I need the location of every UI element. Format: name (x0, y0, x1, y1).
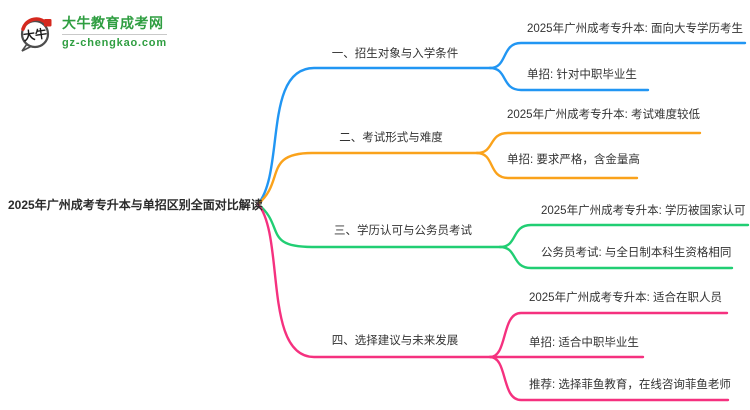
branch-node-3: 三、学历认可与公务员考试 (334, 225, 472, 237)
logo-title: 大牛教育成考网 (62, 15, 164, 31)
leaf-node-4-2: 单招: 适合中职毕业生 (529, 337, 639, 349)
leaf-4-3-curve (488, 355, 730, 402)
leaf-node-4-1: 2025年广州成考专升本: 适合在职人员 (529, 292, 722, 304)
leaf-node-1-2: 单招: 针对中职毕业生 (527, 69, 637, 81)
logo-red-arc (21, 17, 47, 31)
site-logo: 大牛 大牛教育成考网 gz-chengkao.com (18, 15, 167, 53)
logo-icon: 大牛 (20, 17, 52, 52)
root-node: 2025年广州成考专升本与单招区别全面对比解读 (8, 198, 263, 212)
branch-4-lines (256, 202, 730, 402)
logo-seal (44, 19, 52, 27)
leaf-3-1-curve (498, 223, 750, 249)
branch-2-lines (256, 131, 702, 206)
leaf-node-2-1: 2025年广州成考专升本: 考试难度较低 (507, 109, 700, 121)
branch-node-4: 四、选择建议与未来发展 (331, 335, 459, 347)
leaf-4-1-curve (488, 311, 729, 359)
leaf-node-3-2: 公务员考试: 与全日制本科生资格相同 (541, 247, 732, 259)
branch-3-curve (256, 202, 502, 249)
branch-node-1: 一、招生对象与入学条件 (331, 48, 459, 60)
leaf-node-3-1: 2025年广州成考专升本: 学历被国家认可 (541, 205, 746, 217)
branch-2-curve (256, 151, 479, 206)
leaf-node-2-2: 单招: 要求严格，含金量高 (507, 154, 640, 166)
logo-domain: gz-chengkao.com (62, 37, 167, 49)
logo-icon-text: 大牛 (22, 25, 48, 43)
logo-bubble (20, 19, 50, 49)
leaf-1-1-curve (488, 41, 747, 70)
logo-divider (62, 34, 167, 35)
branch-1-curve (256, 66, 492, 206)
branch-node-2: 二、考试形式与难度 (339, 132, 443, 144)
leaf-2-1-curve (475, 131, 702, 155)
leaf-1-2-curve (488, 66, 650, 92)
leaf-node-1-1: 2025年广州成考专升本: 面向大专学历考生 (527, 23, 743, 35)
branch-1-lines (256, 41, 747, 206)
branch-3-lines (256, 202, 750, 270)
logo-text-block: 大牛教育成考网 gz-chengkao.com (62, 15, 167, 49)
leaf-3-2-curve (498, 245, 734, 270)
leaf-2-2-curve (475, 151, 639, 180)
leaf-node-4-3: 推荐: 选择菲鱼教育，在线咨询菲鱼老师 (529, 379, 731, 391)
branch-4-curve (256, 202, 492, 359)
